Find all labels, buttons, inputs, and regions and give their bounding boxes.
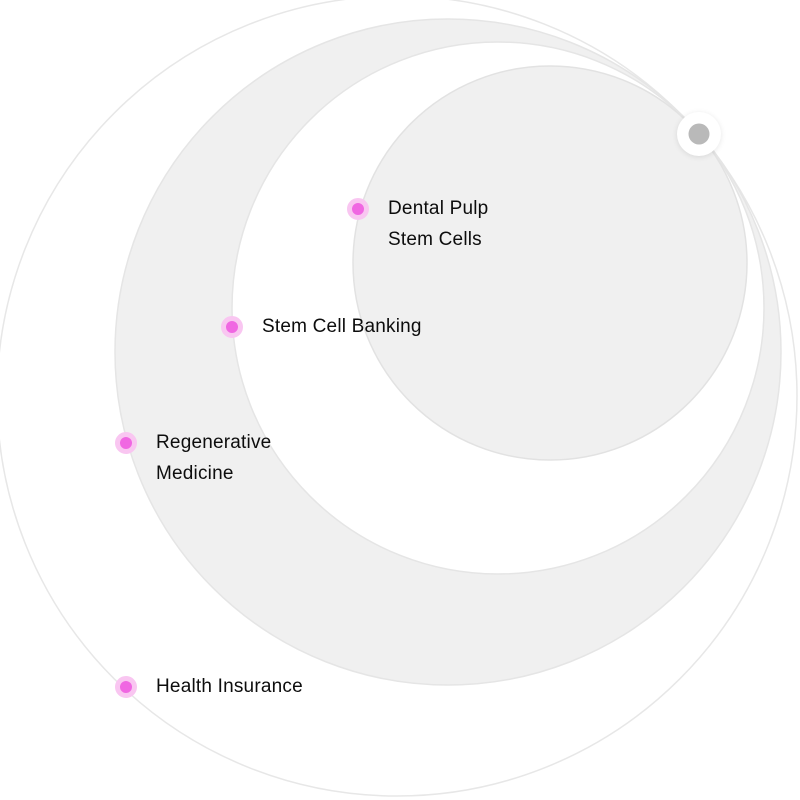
callout-label: Regenerative Medicine bbox=[156, 432, 272, 484]
pink-dot-icon bbox=[115, 676, 137, 698]
tangent-point-dot bbox=[688, 123, 710, 145]
tangent-point-marker[interactable] bbox=[677, 112, 721, 156]
pink-dot-icon bbox=[221, 316, 243, 338]
pink-dot-icon bbox=[115, 432, 137, 454]
ring-circle-dental-pulp-stem-cells bbox=[352, 65, 748, 461]
callout-label: Health Insurance bbox=[156, 676, 303, 697]
pink-dot-icon bbox=[347, 198, 369, 220]
callout-label: Stem Cell Banking bbox=[262, 316, 422, 337]
callout-label: Dental Pulp Stem Cells bbox=[388, 198, 489, 250]
